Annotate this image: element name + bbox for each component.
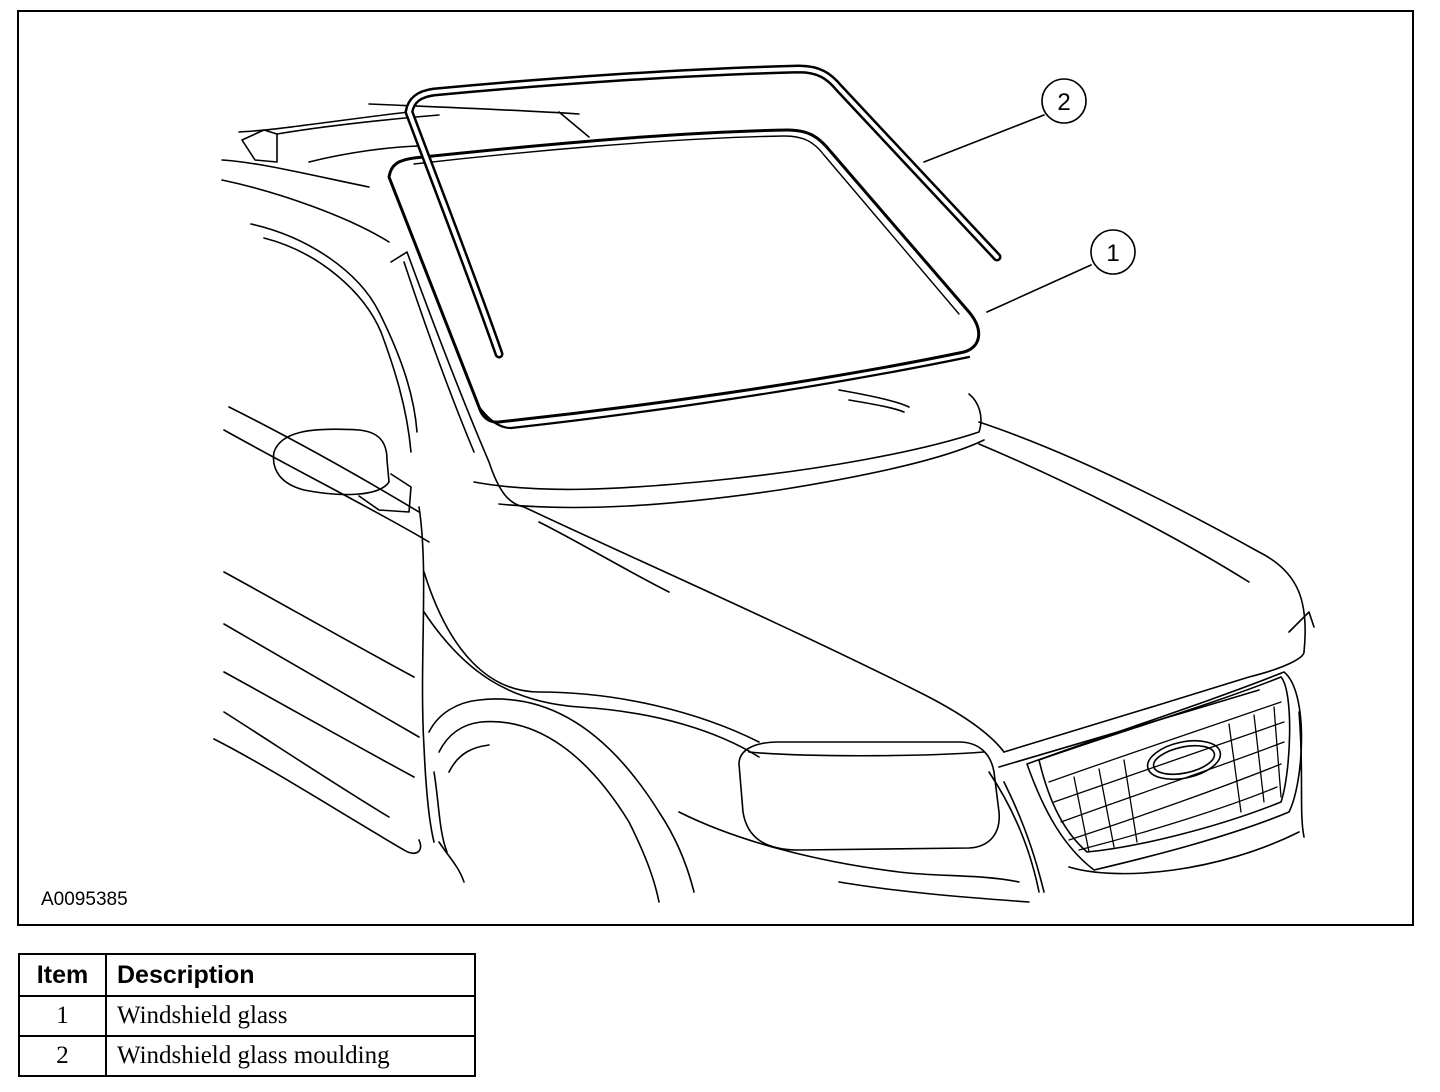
- legend-item-number: 1: [18, 995, 107, 1037]
- legend-item-number: 2: [18, 1035, 107, 1077]
- legend-header-description: Description: [105, 953, 476, 997]
- table-row: 1 Windshield glass: [18, 995, 476, 1037]
- legend-header-row: Item Description: [18, 953, 476, 997]
- callout-1: 1: [986, 229, 1136, 313]
- legend-item-description: Windshield glass moulding: [105, 1035, 476, 1077]
- callout-2-label: 2: [1057, 89, 1070, 116]
- callout-2: 2: [923, 78, 1087, 163]
- table-row: 2 Windshield glass moulding: [18, 1035, 476, 1077]
- windshield-glass: [387, 128, 980, 430]
- legend-table: Item Description 1 Windshield glass 2 Wi…: [18, 953, 476, 1077]
- figure-id: A0095385: [41, 889, 128, 910]
- callout-1-label: 1: [1106, 240, 1119, 267]
- windshield-moulding: [404, 64, 1002, 359]
- grille-mesh: [1048, 701, 1285, 853]
- legend-header-item: Item: [18, 953, 107, 997]
- vehicle-body: [213, 103, 1315, 903]
- diagram-frame: 2 1 A0095385: [17, 10, 1414, 926]
- vehicle-line-drawing: 2 1: [213, 64, 1315, 903]
- legend-item-description: Windshield glass: [105, 995, 476, 1037]
